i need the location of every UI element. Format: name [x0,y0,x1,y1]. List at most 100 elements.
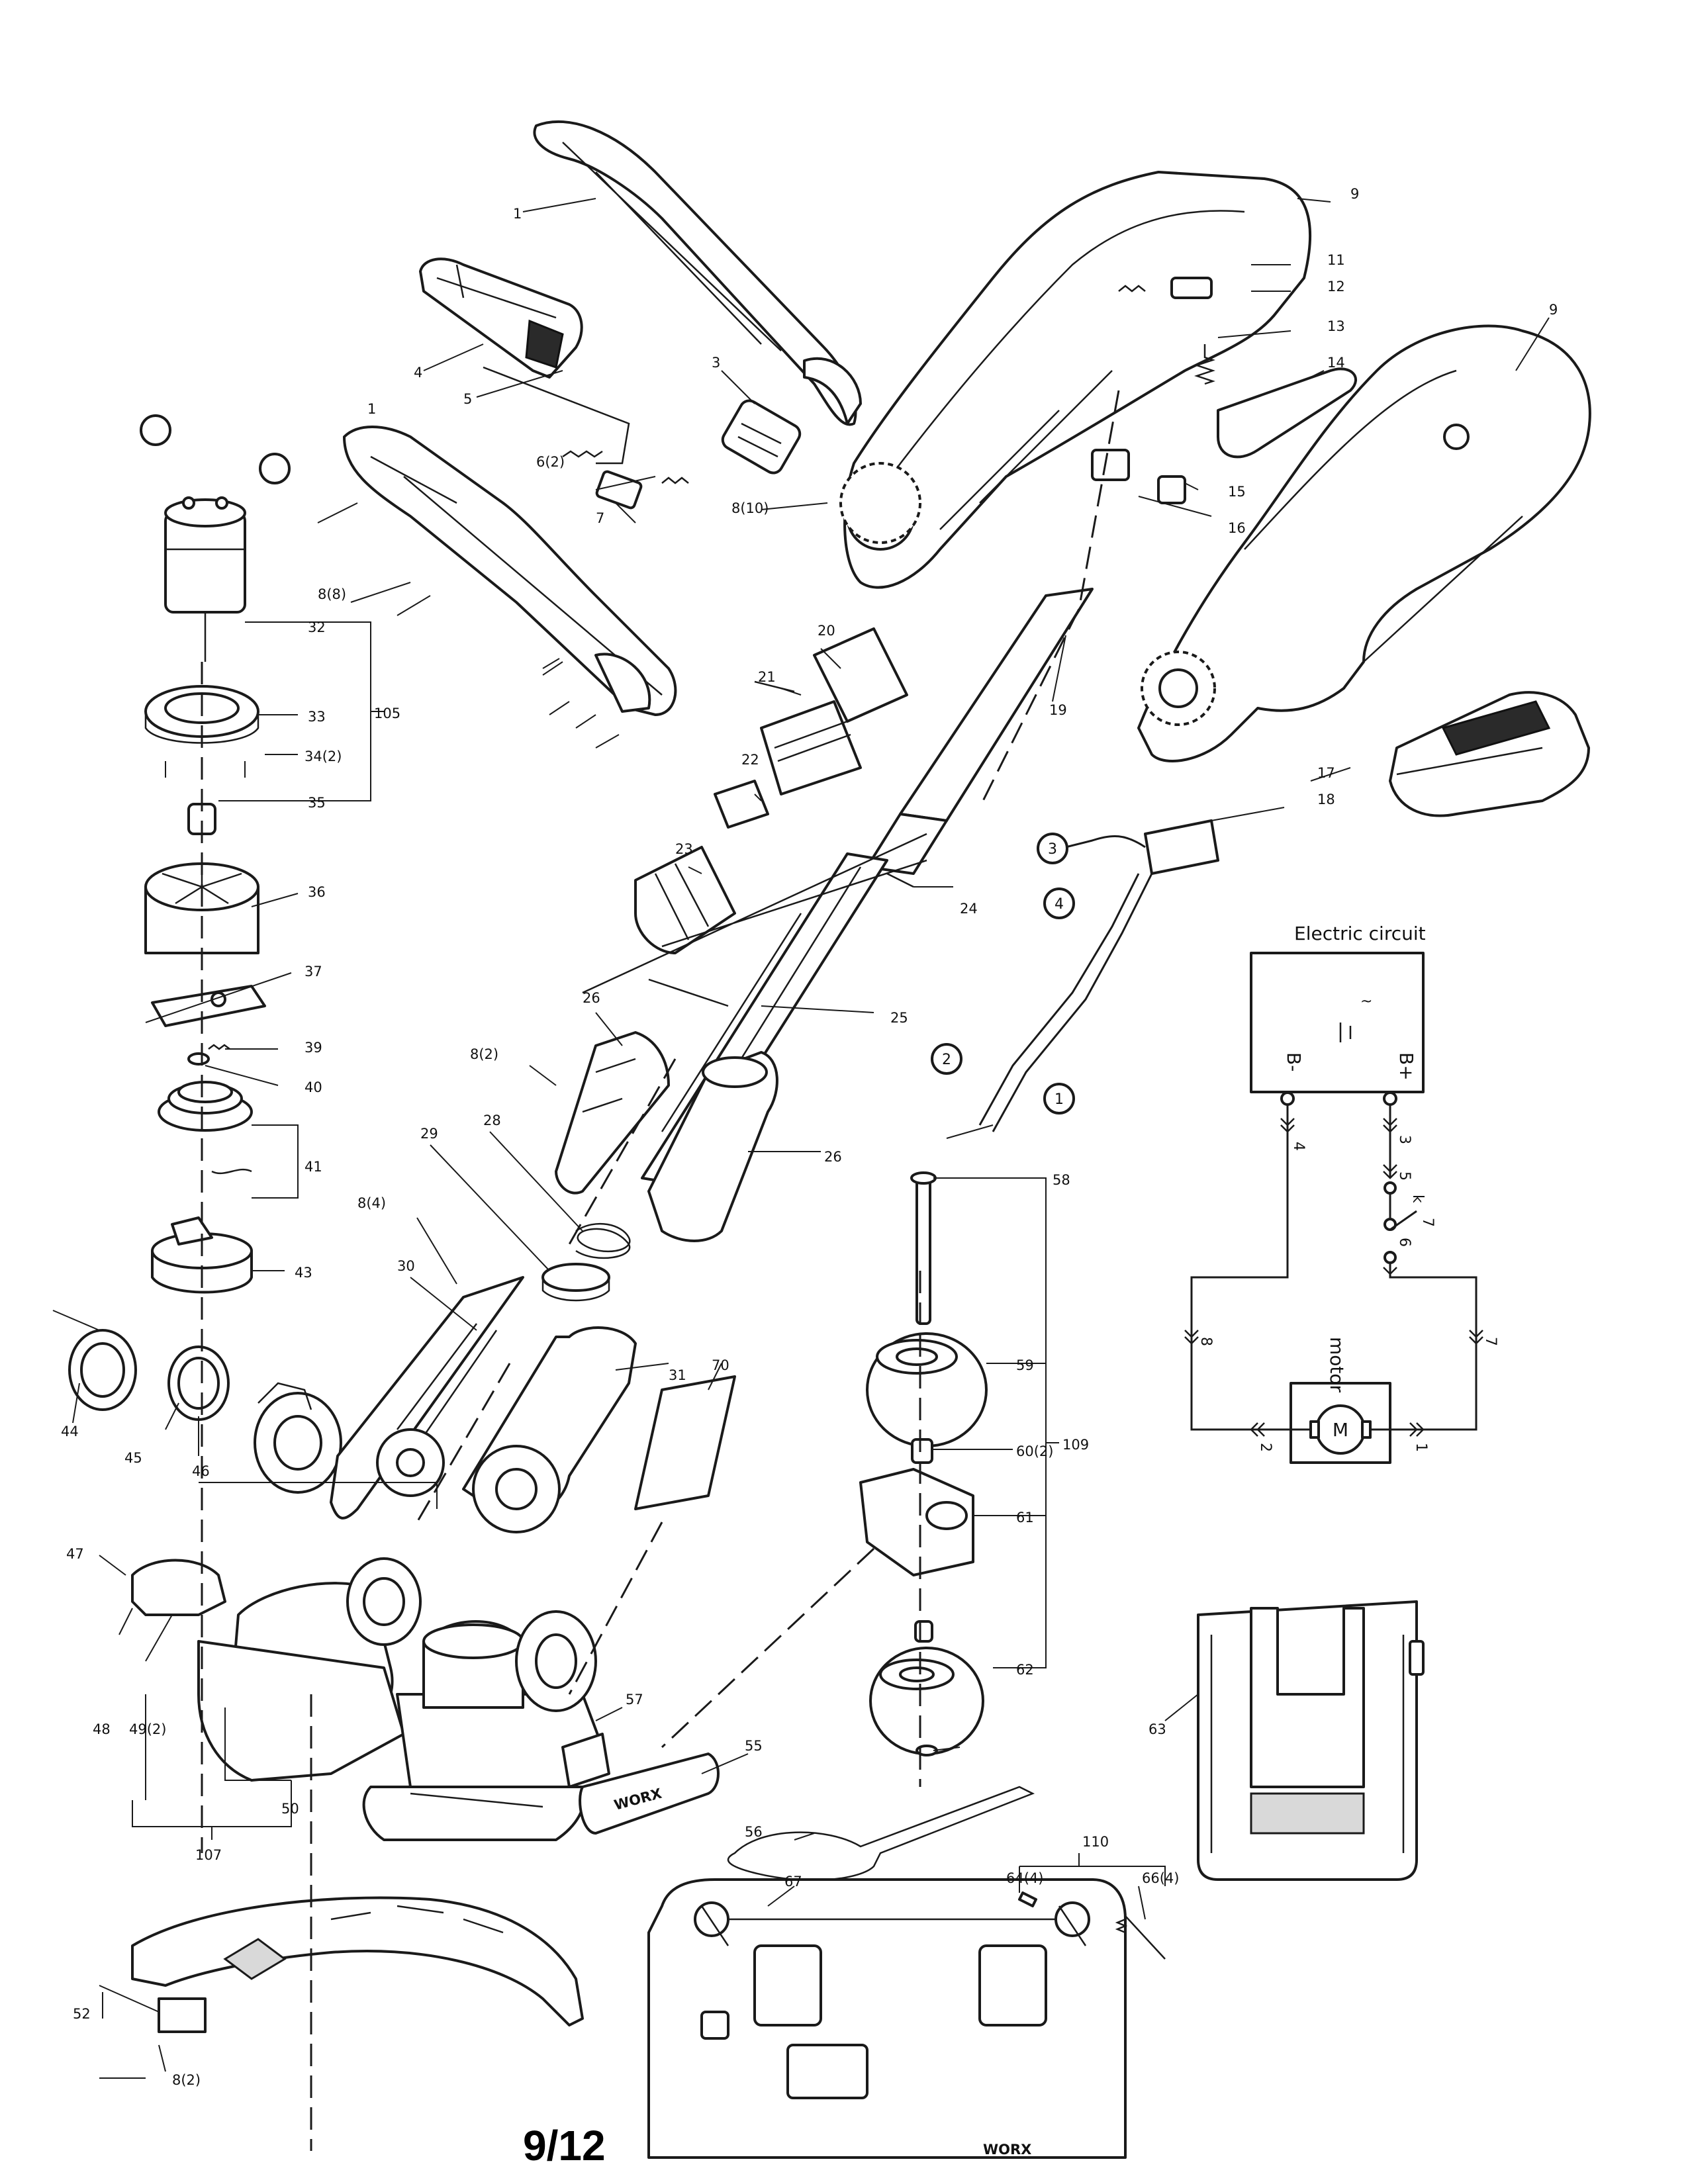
screw-34 [165,761,246,778]
wire-number: 1 [1413,1443,1429,1452]
motor-terminal-markers [140,414,291,484]
callout: 18 [1317,792,1335,807]
wheel-upper [866,1332,988,1447]
clip-ring [68,1329,137,1411]
callout: 13 [1327,318,1345,334]
left-handle-half [343,426,677,716]
callout: 5 [463,391,472,407]
electric-circuit: Electric circuit ~ B- B+ M m [1184,923,1499,1464]
callout: 34(2) [305,749,342,764]
wheel-bracket [859,1468,974,1576]
callout: 70 [712,1357,729,1373]
callout: 37 [305,964,322,979]
callout: 44 [61,1424,79,1439]
trigger-internals [1118,277,1215,385]
grass-guard [131,1896,584,2026]
screws-cover [1018,1891,1166,1960]
wire-number: k [1409,1195,1426,1203]
wheel-lower [869,1647,984,1755]
callout: 25 [890,1010,908,1026]
upper-handle-half [533,120,862,426]
harness-marker: 3 [1048,841,1057,858]
callout: 28 [483,1113,501,1128]
callout: 14 [1327,355,1345,371]
callout: 40 [305,1079,322,1095]
callout: 21 [758,669,776,685]
callout: 31 [669,1367,686,1383]
callout: 36 [308,884,326,900]
callout: 105 [374,705,400,721]
harness-marker: 2 [942,1052,951,1068]
callout: 1 [367,401,376,417]
shaft-collar [760,627,908,796]
main-housing-assembled [1137,324,1591,762]
circuit-title: Electric circuit [1294,923,1426,944]
harness-marker: 1 [1055,1091,1064,1108]
gear-housing-half [330,1276,524,1520]
callout: 26 [824,1149,842,1165]
callout: 50 [281,1801,299,1817]
bevel-gear [254,1382,342,1494]
callout: 67 [784,1874,802,1889]
callout: 61 [1016,1510,1034,1525]
motor-label: motor [1326,1337,1348,1393]
callout: 35 [308,795,326,811]
callout: 30 [397,1258,415,1274]
callout: 1 [513,206,522,222]
nut-22 [714,780,769,829]
callout: 17 [1317,765,1335,781]
wire-number: 7 [1482,1337,1499,1346]
callout: 55 [745,1738,763,1754]
leader-lines [52,198,1550,2079]
page-number: 9/12 [523,2122,606,2169]
gear-housing [462,1326,637,1533]
callout: 110 [1082,1834,1109,1850]
pin-24 [886,872,914,888]
callout: 66(4) [1142,1870,1179,1886]
lock-knob-23 [634,846,736,954]
bracket-57 [561,1733,610,1788]
nut-40 [187,1052,210,1066]
brand-mark-cover: WORX [983,2142,1031,2158]
callout: 63 [1149,1721,1166,1737]
callout: 64(4) [1006,1870,1043,1886]
spring-28 [575,1222,631,1259]
bushing [167,1345,230,1421]
gear-ring-left [839,462,921,544]
clamp-upper [555,1031,670,1195]
callout: 62 [1016,1662,1034,1678]
assembly-axis-lines [201,390,1120,2151]
callout: 3 [712,355,720,371]
callout: 48 [93,1721,111,1737]
callout: 26 [583,990,600,1006]
upper-shaft-tube [866,588,1094,875]
battery-symbol: ~ [1360,993,1372,1010]
callout: 109 [1062,1437,1089,1453]
spool [158,1081,253,1175]
callout: 47 [66,1546,84,1562]
axle [915,1177,931,1325]
spring-39 [208,1044,230,1050]
wire-number: 4 [1290,1142,1307,1151]
head-assembly [131,1557,604,1841]
warning-label [634,1375,736,1510]
callout: 19 [1049,702,1067,718]
battery-minus-label: B- [1283,1052,1305,1071]
grip-cover [419,257,583,379]
callout: 24 [960,901,978,917]
callout: 33 [308,709,326,725]
callout: 8(8) [318,586,346,602]
callout: 41 [305,1159,322,1175]
wire-number: 6 [1396,1238,1413,1247]
springs-and-lock [562,450,689,510]
wiring-harness [931,819,1219,1132]
callout: 9 [1350,186,1359,202]
battery-plus-label: B+ [1395,1052,1417,1081]
callout: 8(2) [172,2072,201,2088]
callout: 9 [1549,302,1558,318]
bushing-60 [911,1438,933,1464]
wire-number: 7 [1419,1218,1436,1227]
callout: 22 [741,752,759,768]
wire-number: 8 [1197,1337,1214,1346]
